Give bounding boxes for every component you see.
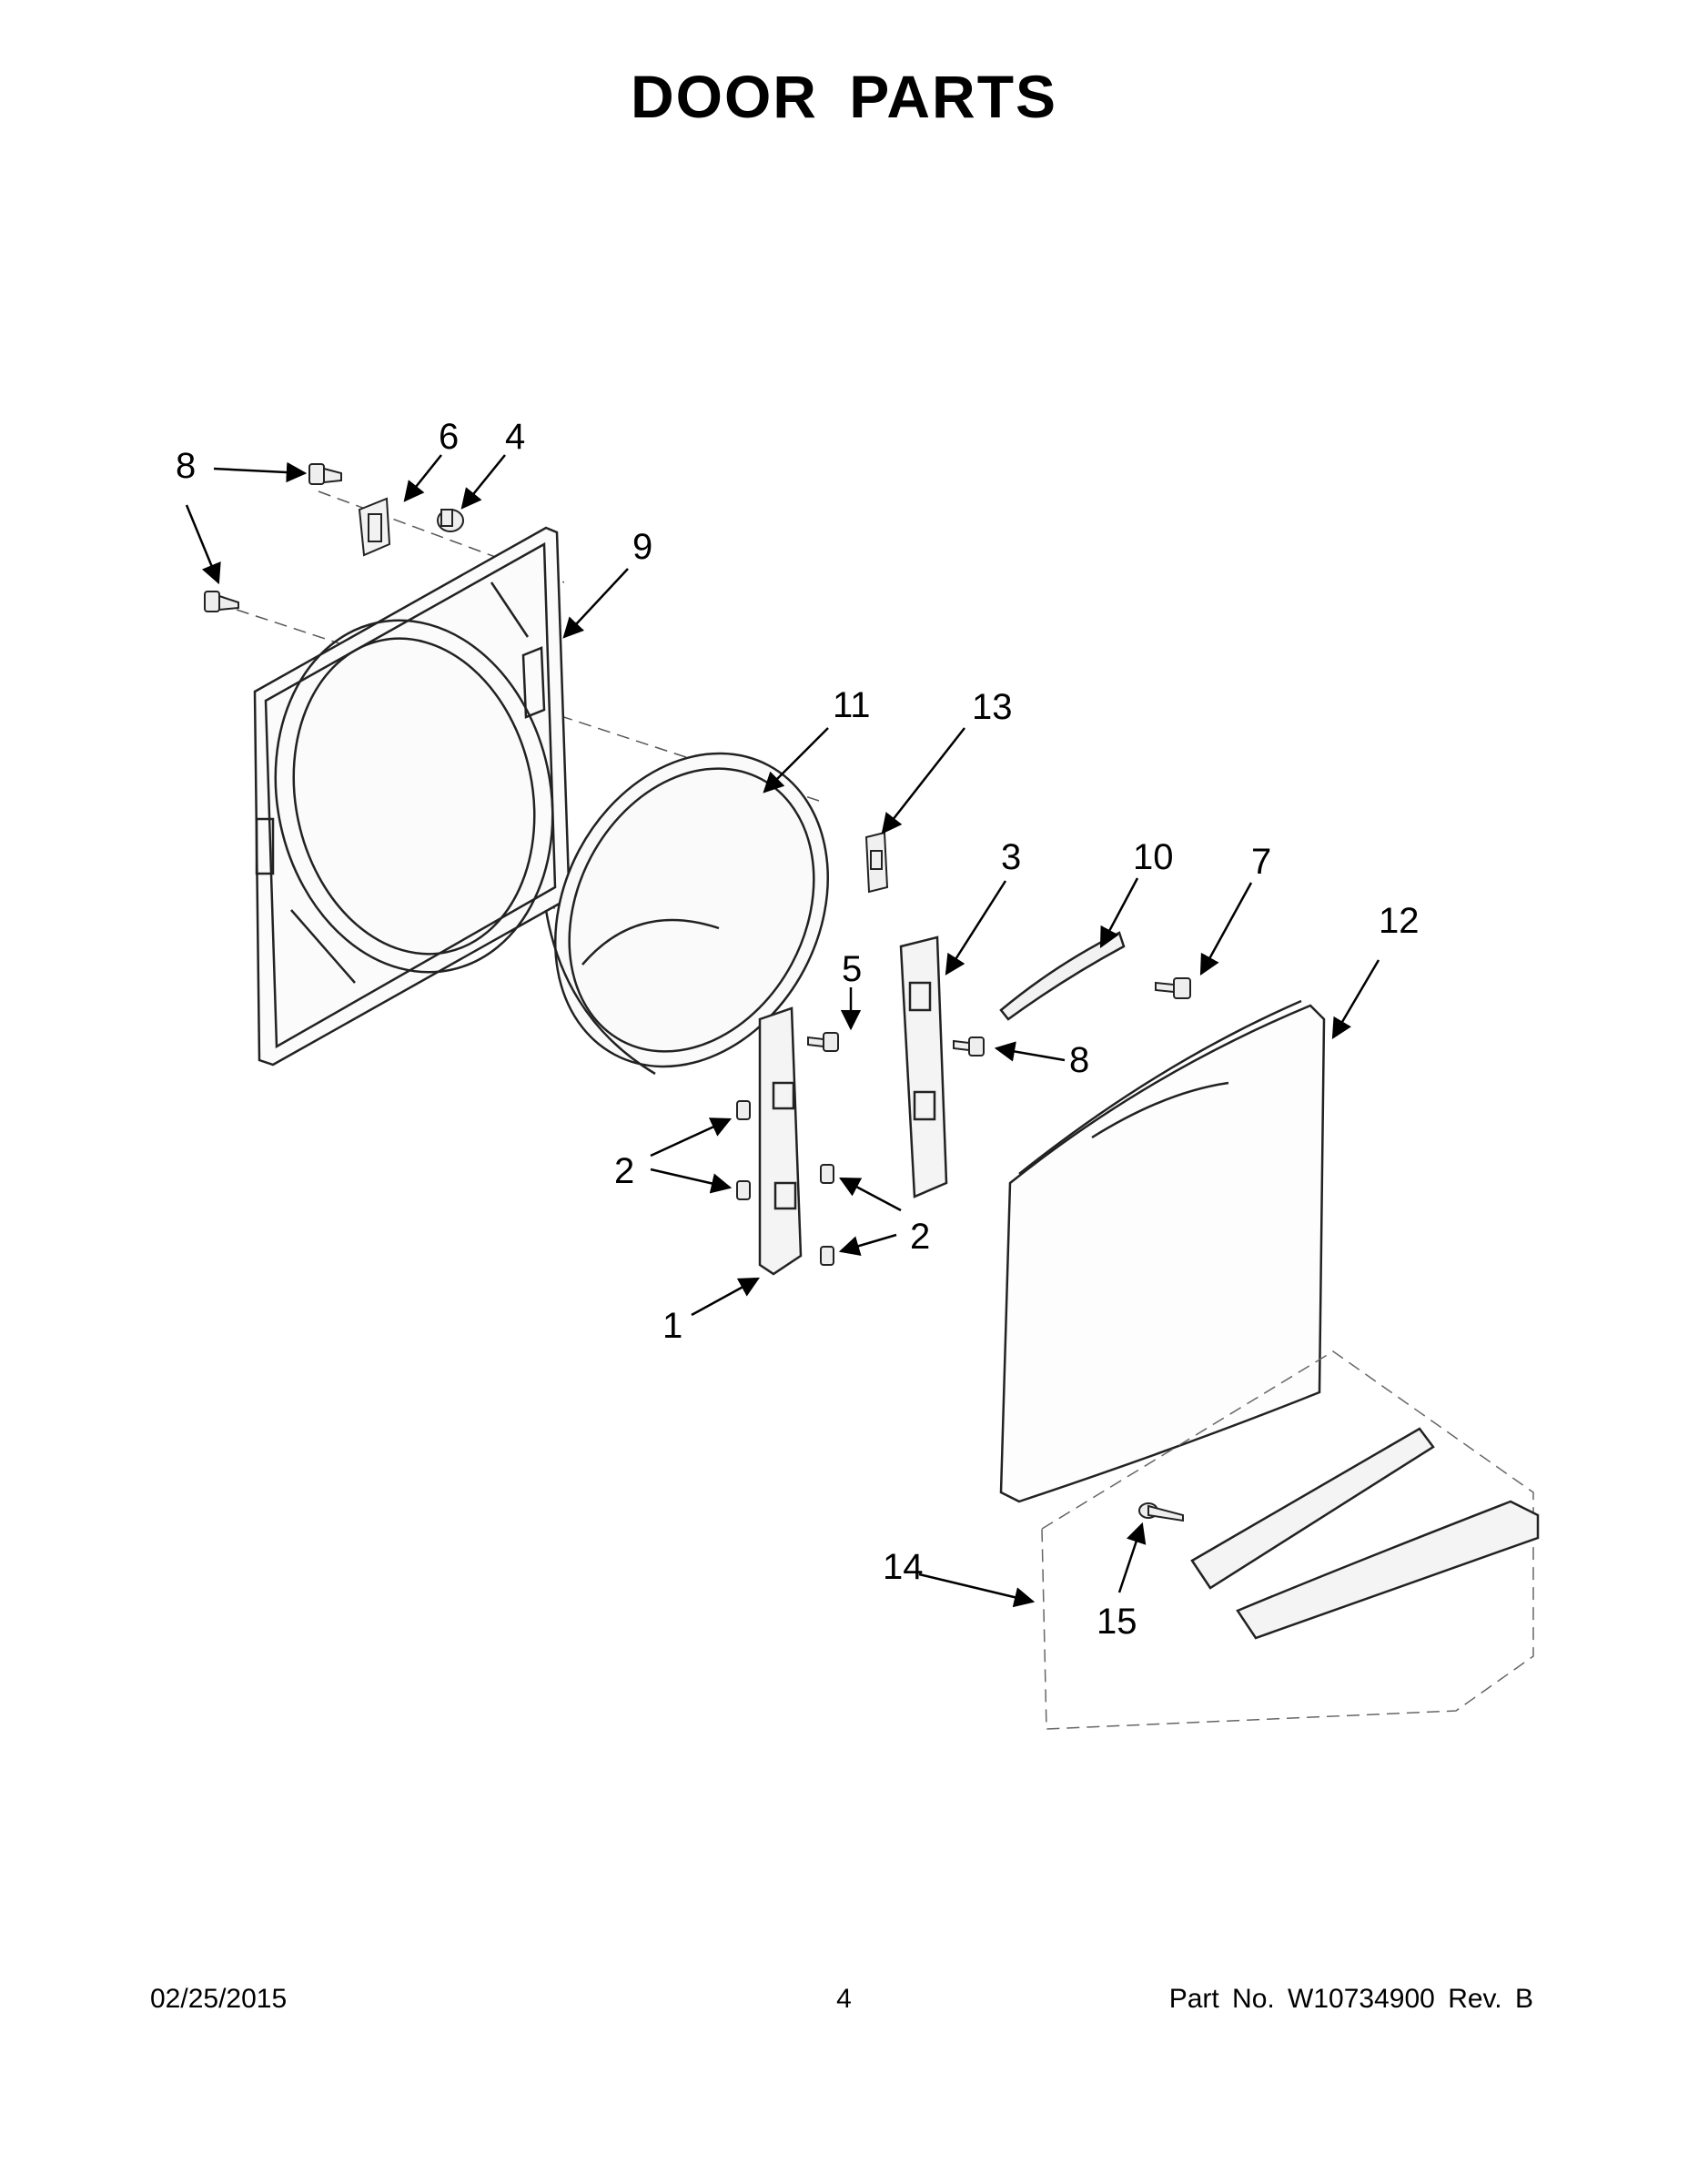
- bushing-icon: [736, 1100, 834, 1266]
- callout-5: 5: [842, 949, 862, 989]
- outer-door-panel: [999, 999, 1326, 1503]
- callout-10: 10: [1133, 837, 1174, 877]
- footer-date: 02/25/2015: [150, 1984, 288, 2014]
- footer-page-number: 4: [836, 1984, 852, 2014]
- callout-2: 2: [614, 1151, 634, 1191]
- screw-icon: [807, 1032, 839, 1052]
- callout-3: 3: [1001, 837, 1021, 877]
- door-inner-frame: [253, 526, 571, 1067]
- handle-assembly-group: [1041, 1350, 1540, 1730]
- callout-9: 9: [632, 527, 652, 567]
- latch-bracket-icon: [358, 497, 391, 557]
- page-title: DOOR PARTS: [630, 63, 1058, 130]
- curved-strip-icon: [999, 931, 1126, 1021]
- door-glass-bowl: [544, 752, 829, 1076]
- callout-1: 1: [662, 1306, 682, 1346]
- hinge-icon: [758, 1006, 803, 1276]
- callout-labels: 8 6 4 9 11 13 3 10 7 12 5 8 2 2 1 14 15: [176, 417, 1420, 1642]
- callout-2: 2: [910, 1217, 930, 1257]
- screw-icon: [204, 591, 239, 612]
- hinge-plate-icon: [899, 935, 948, 1198]
- footer-part-number: Part No. W10734900 Rev. B: [1168, 1984, 1533, 2014]
- callout-6: 6: [439, 417, 459, 457]
- callout-8: 8: [176, 446, 196, 486]
- screw-icon: [1155, 977, 1191, 999]
- screw-icon: [308, 463, 342, 485]
- screw-icon: [953, 1036, 985, 1057]
- callout-12: 12: [1379, 901, 1420, 941]
- callout-7: 7: [1251, 842, 1271, 882]
- callout-11: 11: [833, 685, 871, 725]
- callout-14: 14: [883, 1547, 924, 1587]
- callout-15: 15: [1097, 1602, 1137, 1642]
- callout-8: 8: [1069, 1040, 1089, 1080]
- leader-arrows: [185, 454, 1380, 1608]
- callout-4: 4: [505, 417, 525, 457]
- screw-icon: [1138, 1502, 1184, 1522]
- stud-icon: [437, 509, 464, 532]
- clip-icon: [864, 831, 889, 894]
- callout-13: 13: [972, 687, 1013, 727]
